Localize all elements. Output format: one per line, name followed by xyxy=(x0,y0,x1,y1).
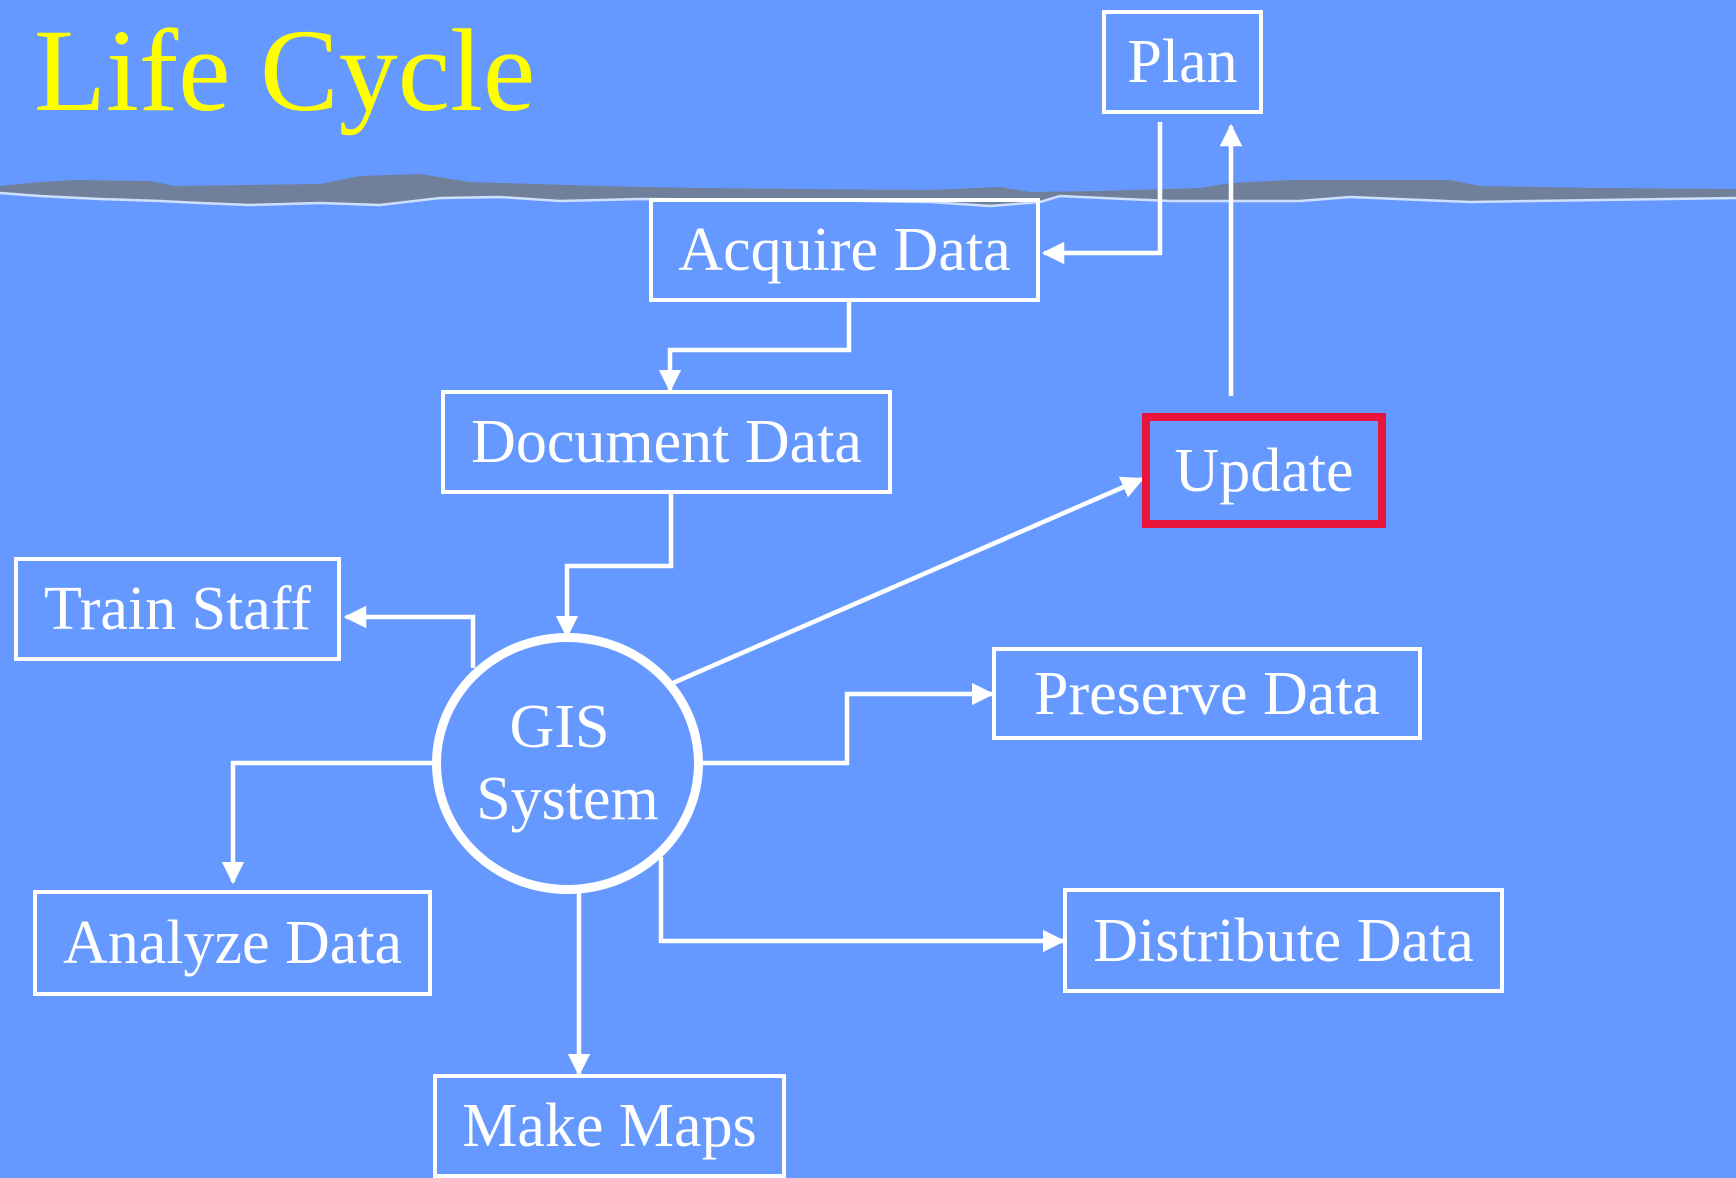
node-document-data: Document Data xyxy=(441,390,892,494)
node-preserve-data: Preserve Data xyxy=(992,647,1422,740)
title-divider xyxy=(0,174,1736,208)
node-make-maps: Make Maps xyxy=(433,1074,786,1178)
connector-document-to-gis xyxy=(555,494,674,639)
connector-plan-to-acquire xyxy=(1041,122,1163,265)
connector-gis-to-distribute xyxy=(658,857,1066,953)
page-title: Life Cycle xyxy=(34,5,536,136)
node-update: Update xyxy=(1142,413,1386,528)
connector-gis-to-analyze xyxy=(221,760,432,885)
connector-gis-to-train-staff xyxy=(343,605,476,668)
gis-system-label-line1: GIS xyxy=(509,693,610,762)
connector-gis-to-preserve xyxy=(703,682,995,766)
gis-system-node: GIS System xyxy=(432,633,703,894)
node-train-staff: Train Staff xyxy=(14,557,341,661)
node-analyze-data: Analyze Data xyxy=(33,890,432,996)
connector-acquire-to-document xyxy=(658,302,852,393)
connector-gis-to-update xyxy=(672,476,1145,686)
node-plan: Plan xyxy=(1102,10,1263,114)
gis-system-label-line2: System xyxy=(476,764,659,833)
node-distribute-data: Distribute Data xyxy=(1063,888,1504,993)
node-acquire-data: Acquire Data xyxy=(649,198,1040,302)
